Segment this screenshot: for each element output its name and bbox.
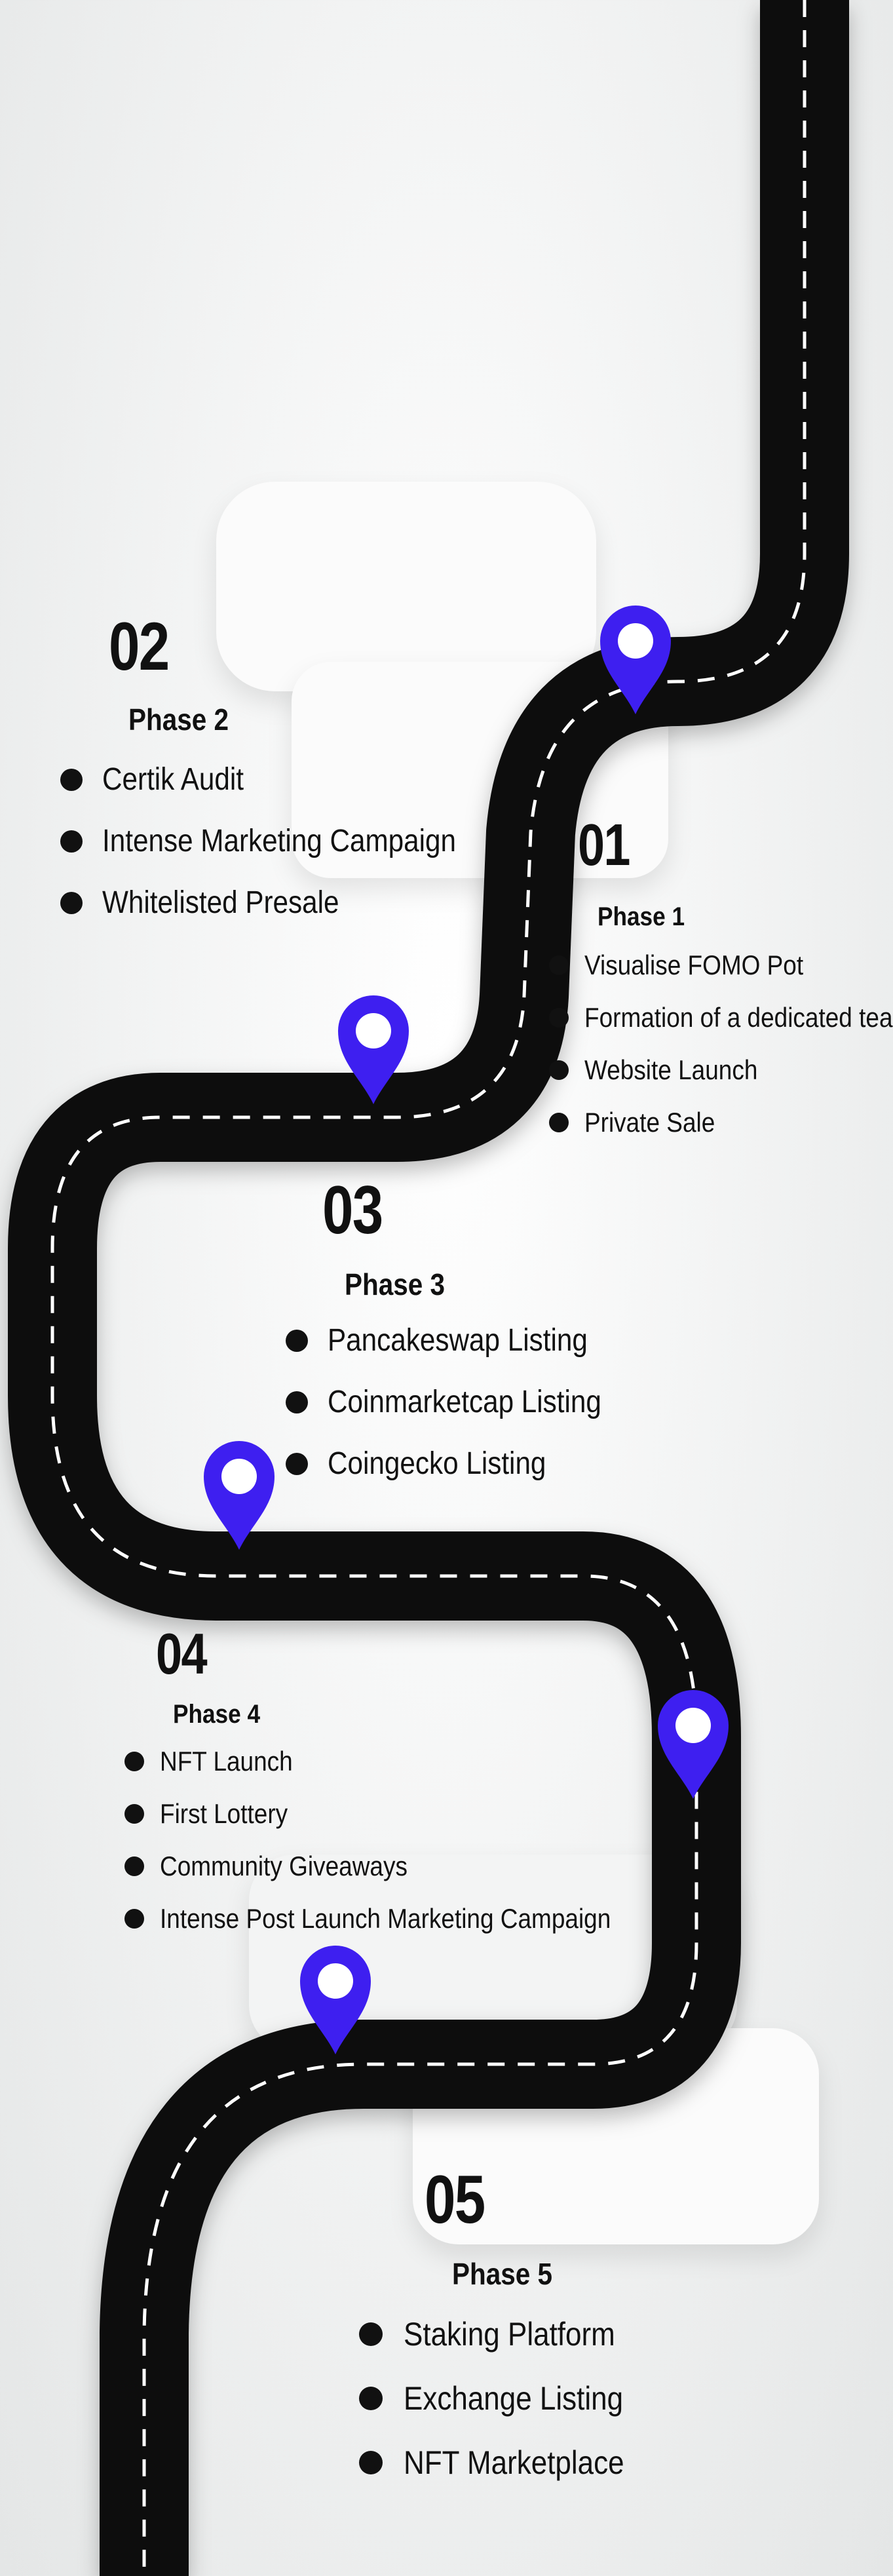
- location-pin-icon: [300, 1946, 371, 2054]
- location-pin-icon: [338, 995, 409, 1104]
- bullet-icon: [359, 2387, 383, 2410]
- phase-number: 03: [322, 1172, 383, 1248]
- phase-4-block: 04 Phase 4 NFT Launch First Lottery Comm…: [124, 1625, 672, 1945]
- phase-2-block: 02 Phase 2 Certik Audit Intense Marketin…: [60, 613, 504, 934]
- list-item: Coingecko Listing: [286, 1433, 639, 1495]
- list-item: Visualise FOMO Pot: [549, 939, 893, 991]
- list-item: First Lottery: [124, 1788, 672, 1840]
- phase-item-list: Staking Platform Exchange Listing NFT Ma…: [359, 2302, 655, 2495]
- phase-item-list: NFT Launch First Lottery Community Givea…: [124, 1735, 672, 1945]
- phase-item-list: Pancakeswap Listing Coinmarketcap Listin…: [286, 1310, 639, 1495]
- list-item: Coinmarketcap Listing: [286, 1372, 639, 1433]
- bullet-icon: [124, 1752, 144, 1771]
- phase-title: Phase 2: [128, 702, 229, 737]
- list-item: Pancakeswap Listing: [286, 1310, 639, 1372]
- bullet-icon: [359, 2451, 383, 2474]
- list-item: Formation of a dedicated team: [549, 991, 893, 1044]
- list-item: NFT Launch: [124, 1735, 672, 1788]
- bullet-icon: [286, 1453, 308, 1475]
- bullet-icon: [60, 892, 83, 914]
- phase-number: 01: [578, 813, 630, 878]
- list-item: Community Giveaways: [124, 1840, 672, 1893]
- phase-title: Phase 1: [598, 902, 685, 931]
- bullet-icon: [124, 1909, 144, 1929]
- list-item: Website Launch: [549, 1044, 893, 1096]
- location-pin-icon: [658, 1690, 729, 1799]
- bullet-icon: [286, 1330, 308, 1352]
- bullet-icon: [286, 1391, 308, 1413]
- bullet-icon: [124, 1804, 144, 1824]
- bullet-icon: [549, 1060, 569, 1080]
- phase-5-block: 05 Phase 5 Staking Platform Exchange Lis…: [359, 2166, 655, 2495]
- phase-number: 05: [425, 2162, 485, 2238]
- bullet-icon: [124, 1856, 144, 1876]
- list-item: Intense Marketing Campaign: [60, 811, 504, 872]
- bullet-icon: [60, 830, 83, 853]
- phase-number: 04: [156, 1621, 208, 1686]
- list-item: Intense Post Launch Marketing Campaign: [124, 1893, 672, 1945]
- list-item: Certik Audit: [60, 749, 504, 811]
- list-item: Exchange Listing: [359, 2366, 655, 2431]
- phase-title: Phase 4: [173, 1700, 261, 1729]
- bullet-icon: [549, 1008, 569, 1028]
- list-item: Whitelisted Presale: [60, 872, 504, 934]
- phase-3-block: 03 Phase 3 Pancakeswap Listing Coinmarke…: [286, 1176, 639, 1495]
- bullet-icon: [549, 1113, 569, 1132]
- list-item: NFT Marketplace: [359, 2431, 655, 2495]
- phase-title: Phase 3: [345, 1267, 446, 1301]
- phase-1-block: 01 Phase 1 Visualise FOMO Pot Formation …: [549, 816, 893, 1149]
- phase-number: 02: [109, 609, 170, 685]
- bullet-icon: [549, 955, 569, 975]
- list-item: Private Sale: [549, 1096, 893, 1149]
- list-item: Staking Platform: [359, 2302, 655, 2366]
- bullet-icon: [60, 769, 83, 791]
- bullet-icon: [359, 2322, 383, 2346]
- location-pin-icon: [204, 1441, 275, 1550]
- phase-item-list: Visualise FOMO Pot Formation of a dedica…: [549, 939, 893, 1149]
- phase-title: Phase 5: [452, 2257, 553, 2291]
- location-pin-icon: [600, 606, 671, 714]
- phase-item-list: Certik Audit Intense Marketing Campaign …: [60, 749, 504, 934]
- background-card: [216, 482, 596, 691]
